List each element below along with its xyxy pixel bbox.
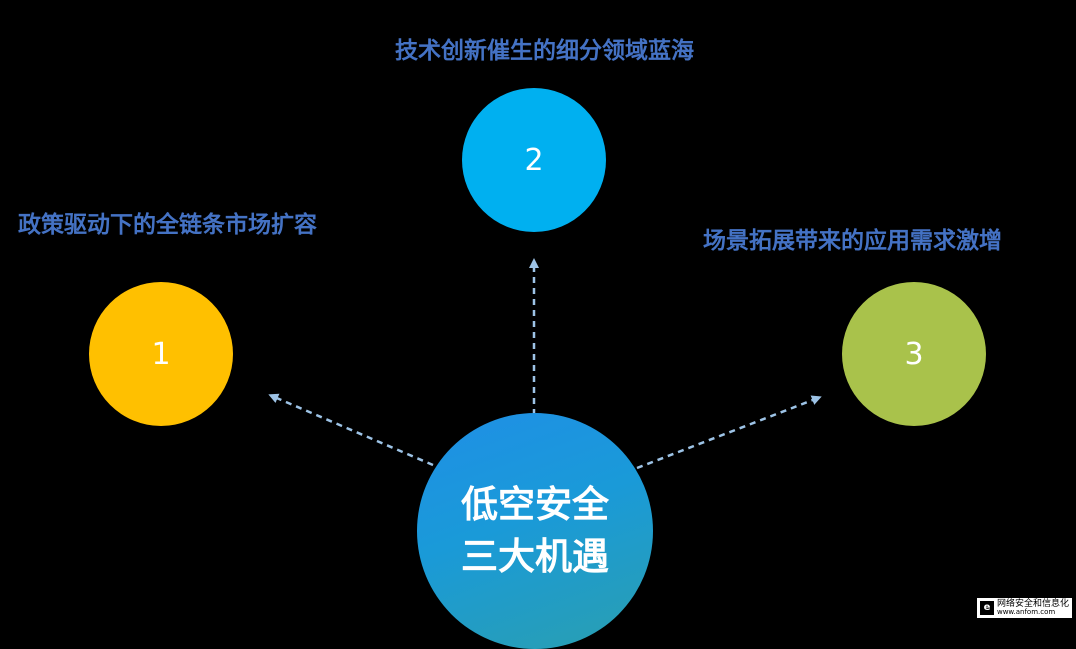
opportunity-3-circle: 3 bbox=[842, 282, 986, 426]
center-title-line2: 三大机遇 bbox=[461, 535, 609, 578]
center-title-line1: 低空安全 bbox=[461, 483, 609, 527]
opportunity-2-label: 技术创新催生的细分领域蓝海 bbox=[395, 38, 694, 64]
opportunity-3-number: 3 bbox=[904, 336, 924, 372]
opportunity-1-circle: 1 bbox=[89, 282, 233, 426]
watermark: e 网络安全和信息化 www.anfom.com bbox=[976, 598, 1072, 618]
watermark-url: www.anfom.com bbox=[996, 608, 1056, 617]
arrow-to-opportunity-1 bbox=[268, 393, 434, 467]
opportunity-1-number: 1 bbox=[151, 336, 171, 372]
opportunity-1-label: 政策驱动下的全链条市场扩容 bbox=[18, 212, 317, 238]
center-hub-circle: 低空安全 三大机遇 bbox=[417, 413, 653, 649]
opportunity-2-number: 2 bbox=[524, 142, 544, 178]
watermark-logo-icon: e bbox=[979, 601, 994, 615]
opportunity-2-circle: 2 bbox=[462, 88, 606, 232]
arrow-to-opportunity-3 bbox=[636, 395, 822, 470]
opportunity-3-label: 场景拓展带来的应用需求激增 bbox=[703, 228, 1002, 254]
watermark-name: 网络安全和信息化 bbox=[996, 598, 1069, 609]
